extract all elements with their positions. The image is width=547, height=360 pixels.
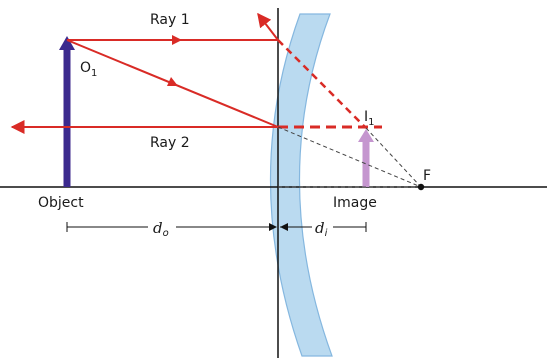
ray1-direction-arrow: [172, 35, 182, 45]
ray2-label: Ray 2: [150, 135, 190, 151]
ray1-virtual-extension: [277, 39, 367, 129]
object-distance-label: do: [153, 219, 169, 239]
construction-line-to-focus: [277, 126, 422, 188]
ray2-direction-arrow: [167, 77, 178, 86]
ray1-label: Ray 1: [150, 12, 190, 28]
image-point-label: I1: [364, 109, 375, 128]
image-label: Image: [333, 195, 377, 211]
image-distance-label: di: [315, 219, 328, 239]
ray1-refracted: [257, 12, 279, 41]
focal-point-dot: [417, 183, 425, 191]
focal-point-label: F: [423, 168, 431, 184]
construction-line-image-to-focus: [365, 127, 422, 188]
image-arrowhead: [358, 129, 374, 142]
object-point-label: O1: [80, 60, 97, 79]
object-label: Object: [38, 195, 84, 211]
object-arrowhead: [59, 36, 75, 50]
diverging-lens: [269, 13, 333, 357]
do-right-arrowhead: [269, 223, 277, 231]
